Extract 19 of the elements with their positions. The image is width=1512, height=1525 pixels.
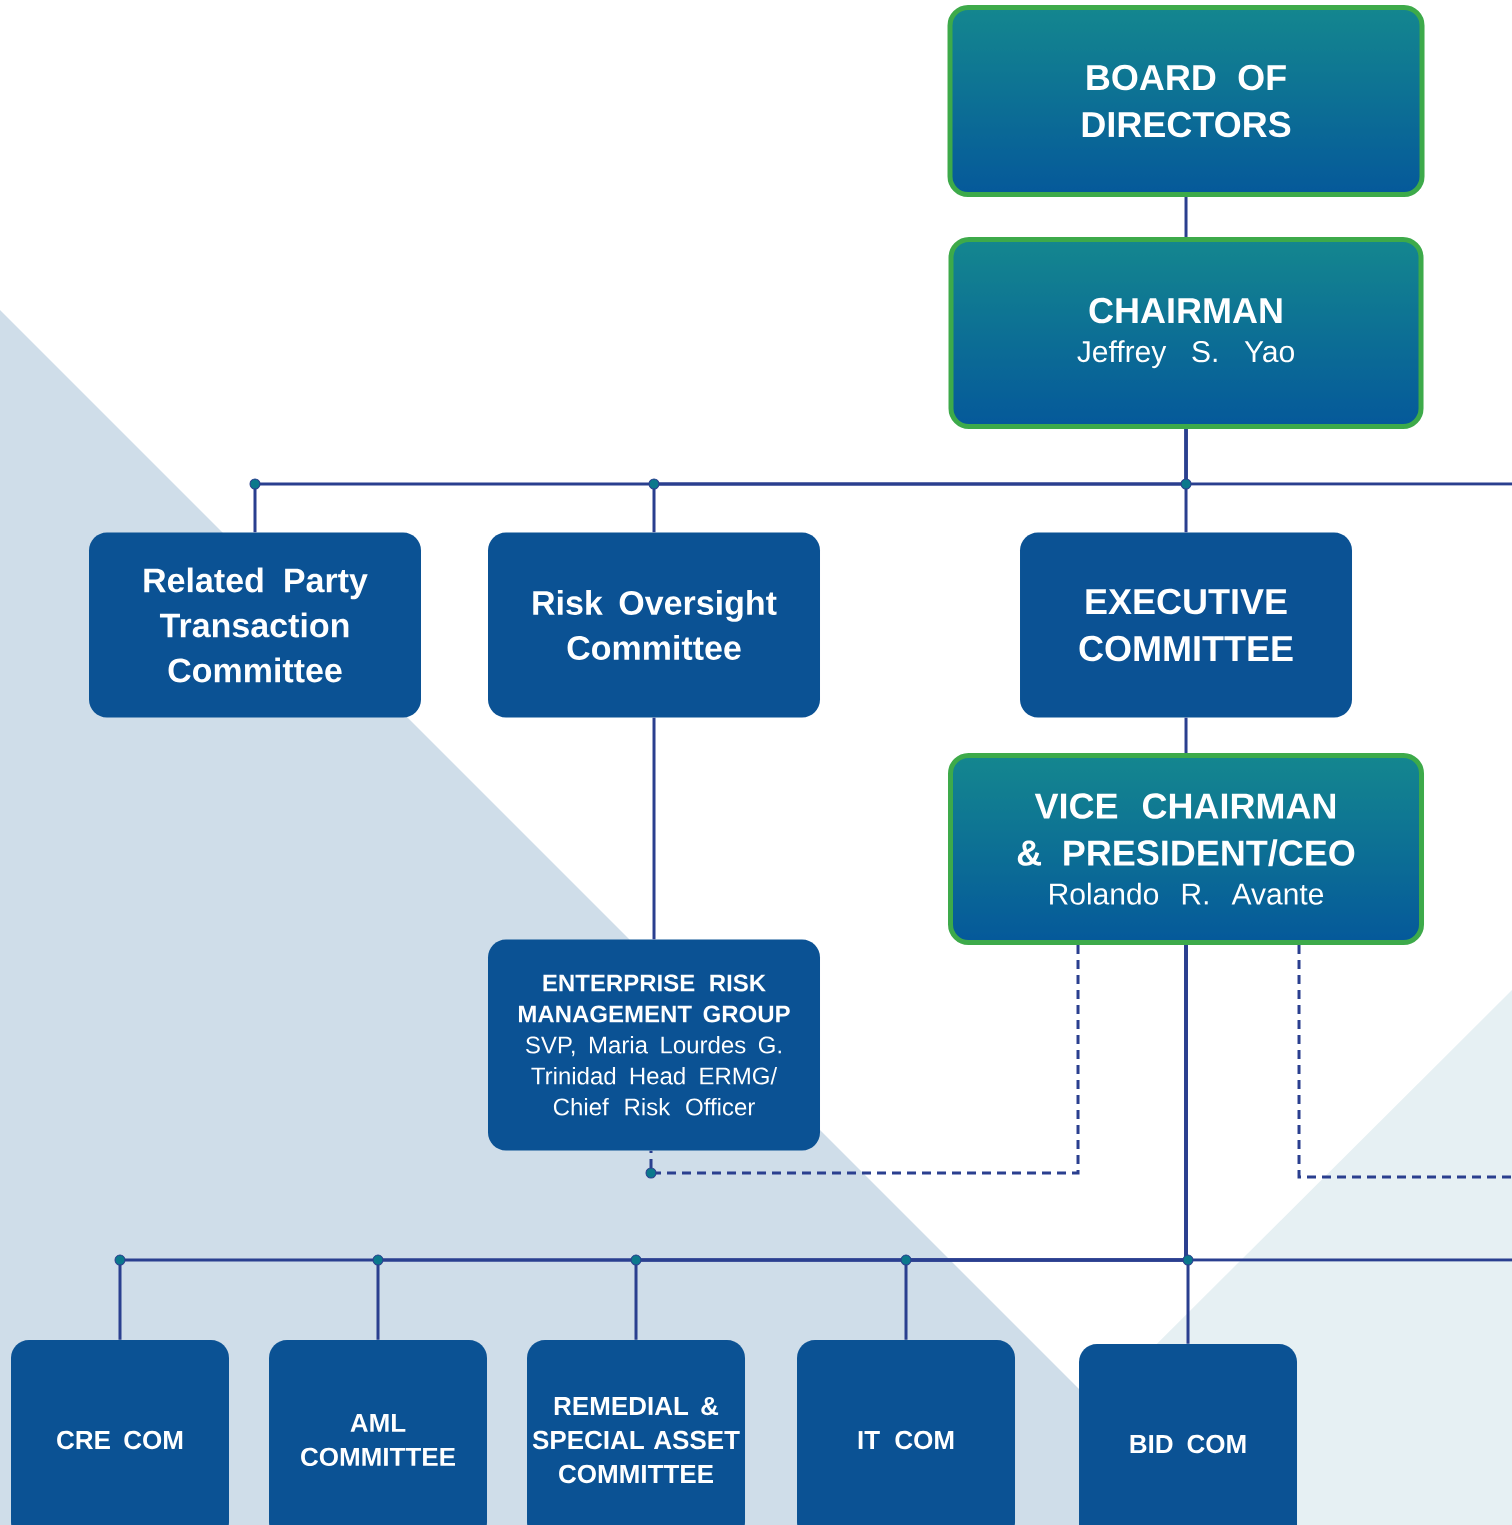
connector-line — [1297, 945, 1512, 1179]
committee-box: BID COM — [1079, 1344, 1297, 1525]
committee-box: ENTERPRISE RISK MANAGEMENT GROUP SVP, Maria Lourdes G. Trinidad Head ERMG/ Chief Risk Officer — [488, 939, 820, 1151]
committee-box: CRE COM — [11, 1340, 229, 1525]
connector-line — [1184, 197, 1188, 237]
committee-box: EXECUTIVE COMMITTEE — [1020, 532, 1352, 718]
role-box: VICE CHAIRMAN & PRESIDENT/CEO Rolando R. Avante — [948, 753, 1424, 945]
role-box: BOARD OF DIRECTORS — [947, 5, 1425, 197]
committee-box: REMEDIAL & SPECIAL ASSET COMMITTEE — [527, 1340, 745, 1525]
connector-line — [1184, 429, 1512, 486]
committee-box: Related Party Transaction Committee — [89, 532, 421, 718]
committee-box: Risk Oversight Committee — [488, 532, 820, 718]
committee-box: AML COMMITTEE — [269, 1340, 487, 1525]
role-box: CHAIRMAN Jeffrey S. Yao — [948, 237, 1424, 429]
connector-line — [652, 717, 656, 940]
connector-line — [1184, 945, 1512, 1262]
committee-box: IT COM — [797, 1340, 1015, 1525]
connector-line — [1184, 717, 1188, 753]
connector-line — [649, 945, 1080, 1175]
